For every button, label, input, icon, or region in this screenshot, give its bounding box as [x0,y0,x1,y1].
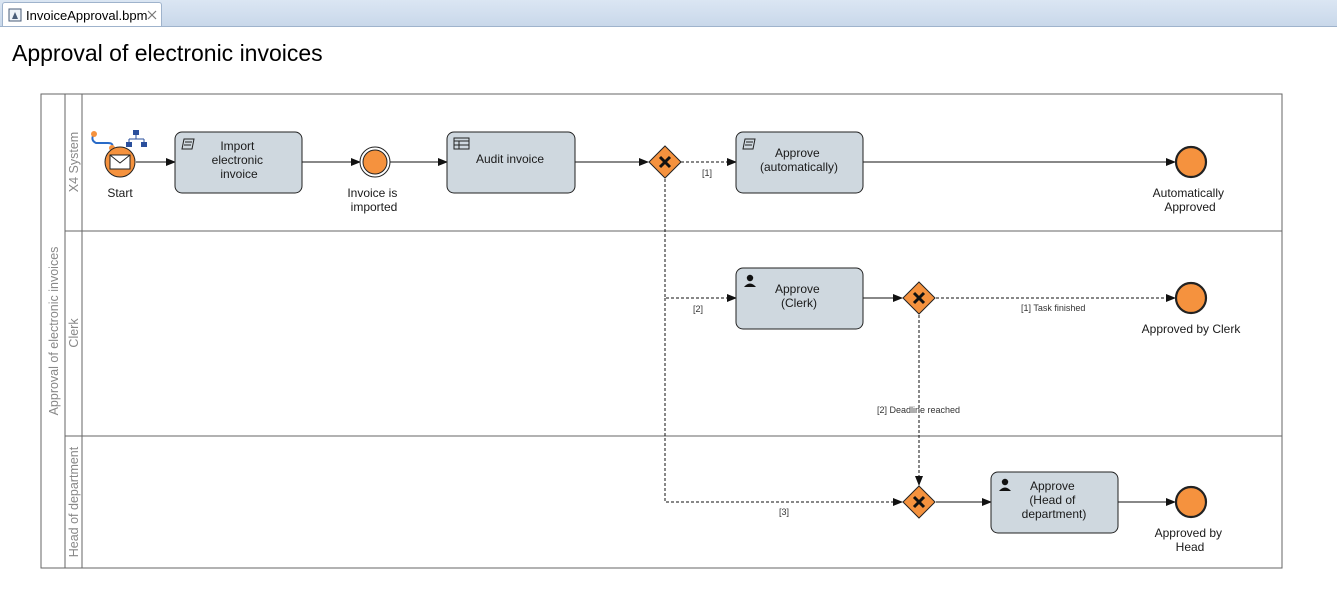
end-event-automatically-approved[interactable]: Automatically Approved [1153,145,1228,214]
user-icon [744,274,756,287]
editor-tab-bar: InvoiceApproval.bpm [0,0,1337,27]
node-label-auto-end: Automatically Approved [1153,186,1228,214]
x-icon [912,495,926,509]
node-label-approve-head: Approve (Head of department) [1022,479,1087,521]
flow-gateway-to-head-gateway[interactable] [664,298,903,506]
condition-label-task-finished: [1] Task finished [1021,303,1085,313]
table-icon [453,137,470,150]
node-label-start: Start [107,186,133,200]
node-label-clerk-end: Approved by Clerk [1142,322,1242,336]
lane-x4-system[interactable]: X4 System [65,93,1282,568]
condition-label-3: [3] [779,507,789,517]
task-approve-head-of-department[interactable]: Approve (Head of department) [990,471,1119,534]
close-tab-icon[interactable] [146,9,158,21]
lane-clerk[interactable]: Clerk [65,318,1282,437]
task-audit-invoice[interactable]: Audit invoice [446,131,576,194]
org-chart-icon [126,130,147,147]
tab-label: InvoiceApproval.bpm [26,8,148,23]
node-label-approve-clerk: Approve (Clerk) [775,282,823,310]
condition-label-2: [2] [693,304,703,314]
condition-label-1: [1] [702,168,712,178]
task-approve-clerk[interactable]: Approve (Clerk) [735,267,864,330]
sequence-flows [136,158,1176,506]
task-approve-automatically[interactable]: Approve (automatically) [735,131,864,194]
node-label-audit: Audit invoice [476,152,544,166]
pool[interactable]: Approval of electronic invoices [40,93,1283,569]
bpm-file-icon [8,8,22,22]
lane-label-x4-system: X4 System [67,132,81,192]
lane-label-clerk: Clerk [67,318,81,348]
workflow-icon [91,131,115,151]
start-event[interactable]: Start [91,130,147,200]
user-icon [999,478,1011,491]
node-label-invoice-imported: Invoice is imported [347,186,400,214]
task-import-electronic-invoice[interactable]: Import electronic invoice [174,131,303,194]
end-event-approved-by-head[interactable]: Approved by Head [1155,485,1226,554]
x-icon [658,155,672,169]
condition-label-deadline-reached: [2] Deadline reached [877,405,960,415]
pool-label: Approval of electronic invoices [47,247,61,416]
tab-invoice-approval[interactable]: InvoiceApproval.bpm [2,2,162,26]
node-label-approve-auto: Approve (automatically) [760,146,838,174]
lane-head-of-department[interactable]: Head of department [67,446,81,557]
end-event-approved-by-clerk[interactable]: Approved by Clerk [1142,281,1242,336]
script-icon [742,138,756,150]
event-invoice-imported[interactable]: Invoice is imported [347,146,400,214]
node-label-head-end: Approved by Head [1155,526,1226,554]
envelope-icon [109,154,131,170]
exclusive-gateway-head[interactable] [902,485,936,519]
exclusive-gateway-clerk[interactable] [902,281,936,315]
script-icon [181,138,195,150]
lane-label-head-of-department: Head of department [67,446,81,557]
page-title: Approval of electronic invoices [12,40,323,66]
node-label-import: Import electronic invoice [212,139,267,181]
flow-gateway-to-approve-clerk[interactable] [664,179,737,302]
exclusive-gateway-audit[interactable] [648,145,682,179]
x-icon [912,291,926,305]
